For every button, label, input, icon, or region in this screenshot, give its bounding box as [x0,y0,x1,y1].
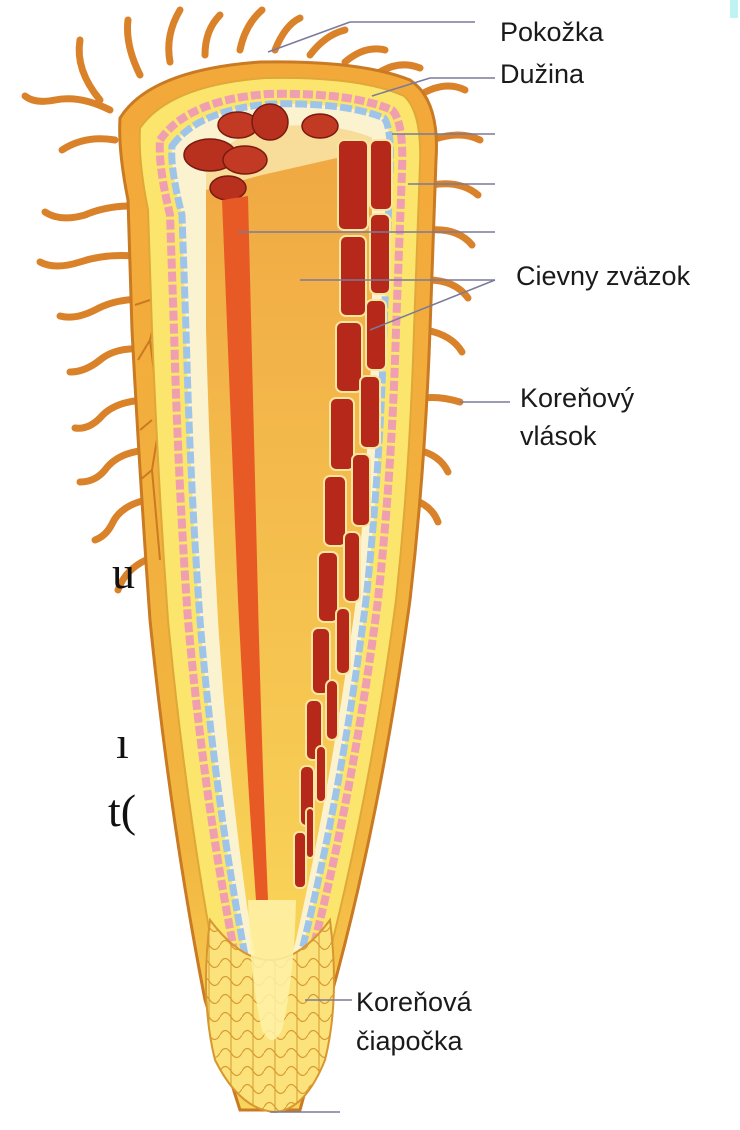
root-hair [432,184,478,195]
label-duzina: Dužina [500,58,584,90]
root-hair [169,10,180,62]
root-hair [432,135,480,140]
root-hair [62,139,115,150]
root-hair [345,49,385,62]
left-text-fragment-3: t( [108,786,136,836]
root-hair [310,30,345,55]
label-cievny-zvazok: Cievny zväzok [516,260,690,292]
corner-decoration [730,0,738,18]
label-korenova-ciapocka-line1: Koreňová [356,986,472,1018]
left-text-fragment-1: u [112,548,135,598]
label-korenovy-vlasok-line1: Koreňový [520,382,634,414]
root-hair [95,500,146,540]
root-hair [128,20,141,75]
label-korenova-ciapocka-line2: čiapočka [356,1025,463,1057]
left-text-fragment-2: ı [116,718,129,768]
root-hair [79,40,100,100]
root-hair [428,280,468,298]
root-hair [205,15,220,55]
label-korenovy-vlasok-line2: vlások [520,420,597,452]
root-hair [240,10,262,50]
label-pokozka: Pokožka [500,16,604,48]
root-hair [426,330,462,352]
root-hair [420,86,465,95]
root-hair [424,398,460,403]
